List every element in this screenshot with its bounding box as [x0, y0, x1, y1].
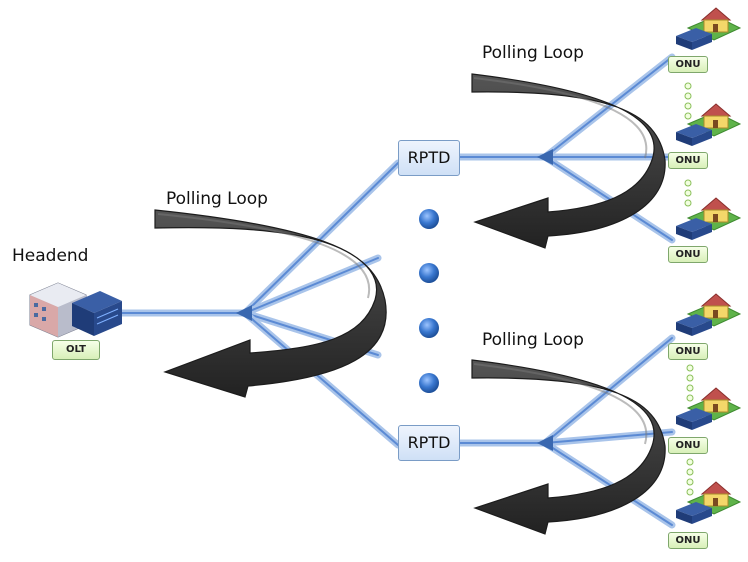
onu-device-icon [676, 314, 712, 336]
splitter-top [537, 149, 553, 165]
splitter-main [236, 305, 252, 321]
onu-ellipsis-top-2 [684, 179, 692, 207]
polling-loop-arrow-main [154, 209, 387, 398]
ellipsis-dot [419, 263, 439, 283]
rptd-top: RPTD [398, 140, 460, 176]
fiber-links [114, 53, 676, 529]
ellipsis-dots [419, 209, 439, 393]
onu-tag: ONU [668, 56, 708, 73]
onu-tag: ONU [668, 152, 708, 169]
onu-ellipsis-bottom-2 [686, 458, 694, 496]
rptd-bottom: RPTD [398, 425, 460, 461]
olt-tag: OLT [52, 340, 100, 360]
fiber-stub-1 [241, 254, 382, 317]
onu-icons [676, 7, 742, 524]
polling-loop-label-main: Polling Loop [166, 189, 268, 209]
fiber-to-rptd-bottom [241, 309, 402, 449]
onu-device-icon [676, 502, 712, 524]
onu-tag: ONU [668, 343, 708, 360]
onu-tag: ONU [668, 532, 708, 549]
polling-loop-label-top: Polling Loop [482, 43, 584, 63]
ellipsis-dot [419, 209, 439, 229]
onu-ellipsis-bottom-1 [686, 364, 694, 402]
splitters [236, 149, 553, 451]
house-icon [686, 387, 742, 421]
splitter-bottom [537, 435, 553, 451]
onu-tag: ONU [668, 246, 708, 263]
ellipsis-dot [419, 318, 439, 338]
onu-ellipsis-top-1 [684, 82, 692, 120]
ellipsis-dot [419, 373, 439, 393]
fiber-top-onu-3 [541, 153, 676, 244]
onu-device-icon [676, 28, 712, 50]
onu-device-icon [676, 124, 712, 146]
polling-loop-label-bottom: Polling Loop [482, 330, 584, 350]
headend-label: Headend [12, 246, 89, 266]
fiber-bottom-onu-3 [541, 439, 676, 529]
polling-loop-arrow-bottom [471, 359, 666, 535]
onu-device-icon [676, 218, 712, 240]
onu-device-icon [676, 408, 712, 430]
fiber-to-rptd-top [241, 159, 402, 317]
fiber-bottom-onu-2 [541, 428, 676, 447]
polling-loop-arrow-top [471, 73, 666, 249]
olt-device-icon [72, 291, 122, 336]
onu-tag: ONU [668, 437, 708, 454]
